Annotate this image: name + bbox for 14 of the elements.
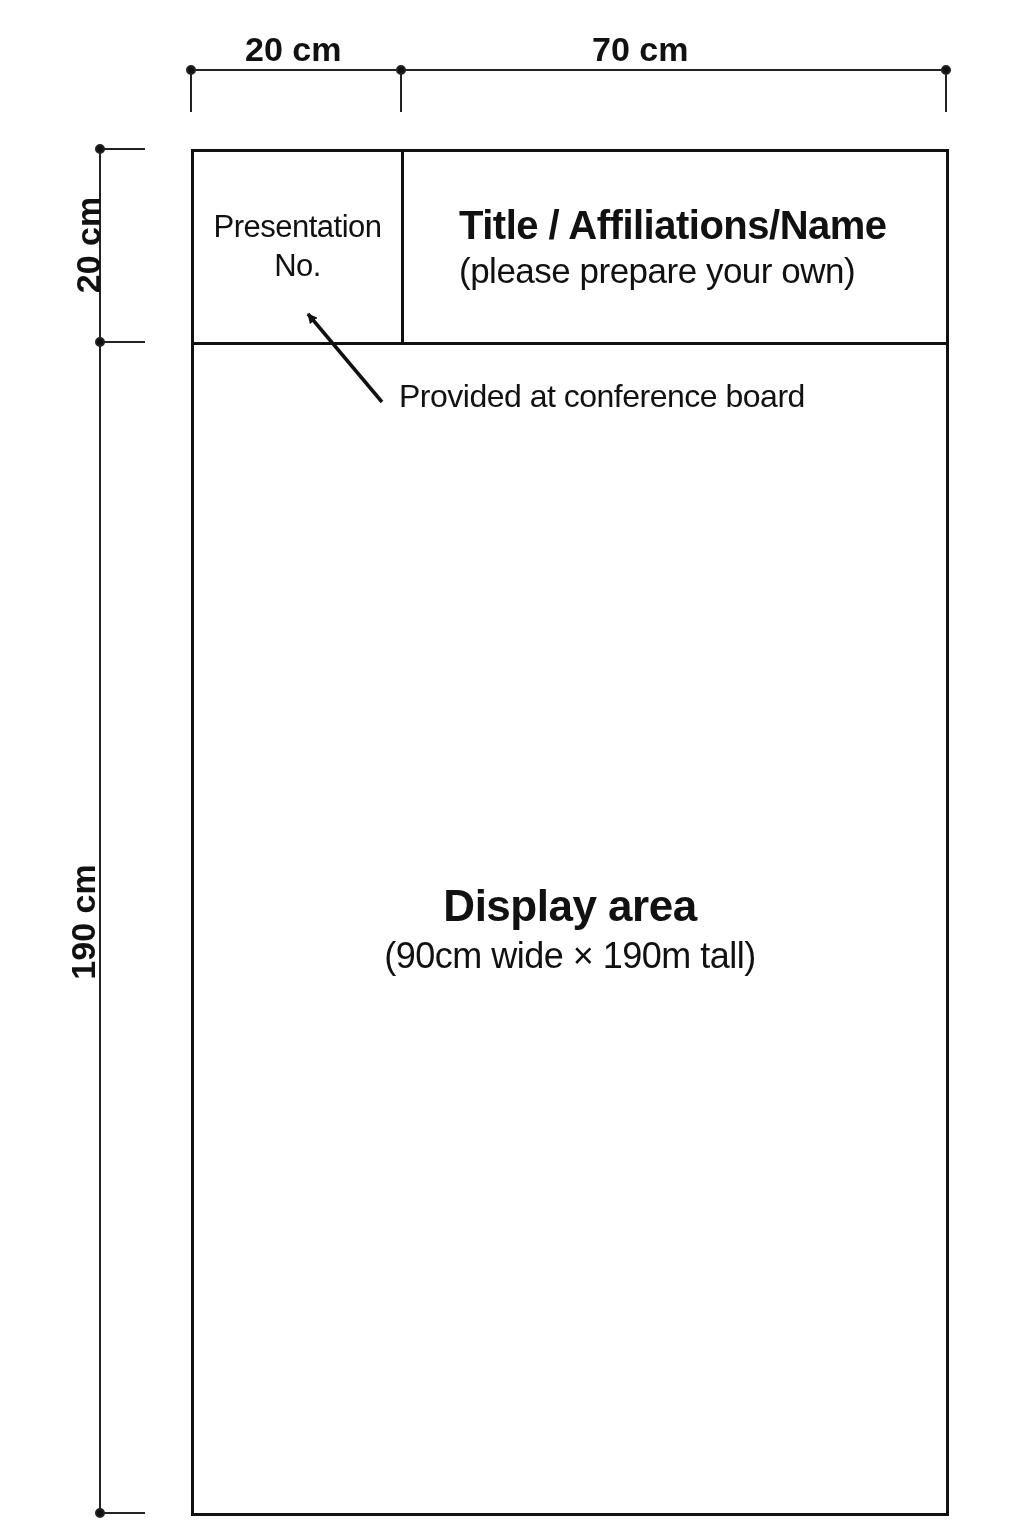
- heading: Display area: [443, 880, 697, 933]
- leader-arrow: [306, 312, 384, 404]
- dimension-label: 70 cm: [592, 32, 689, 66]
- dimension-label: 20 cm: [245, 32, 342, 66]
- display-area-box: [191, 342, 949, 1516]
- number-box: [191, 149, 404, 345]
- subheading: (please prepare your own): [459, 250, 856, 293]
- subheading: (90cm wide × 190m tall): [384, 933, 756, 978]
- heading: Title / Affiliations/Name: [459, 202, 887, 250]
- callout-text: Provided at conference board: [399, 378, 805, 415]
- title-box: [401, 149, 949, 345]
- box-label: Presentation No.: [212, 208, 383, 285]
- dimension-label: 20 cm: [71, 196, 106, 294]
- dimension-label: 190 cm: [65, 864, 100, 980]
